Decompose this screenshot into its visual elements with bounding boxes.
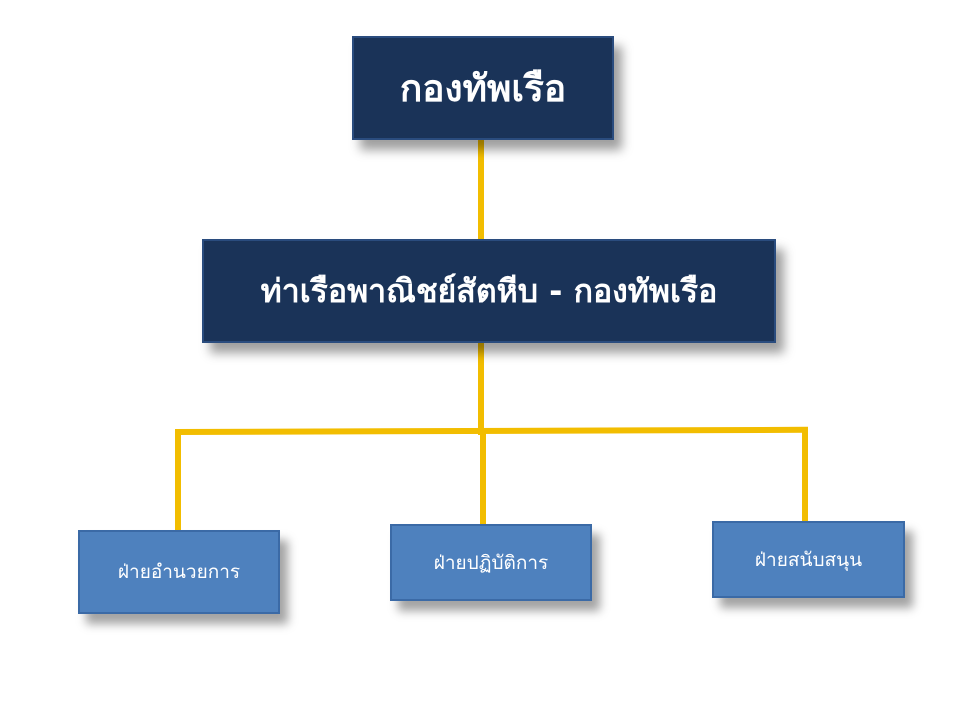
org-box-sattahip-commercial-port: ท่าเรือพาณิชย์สัตหีบ - กองทัพเรือ: [202, 239, 776, 343]
org-box-label: กองทัพเรือ: [399, 66, 567, 110]
connector-horizontal-bus: [174, 426, 809, 435]
org-box-label: ฝ่ายสนับสนุน: [754, 548, 863, 571]
org-box-admin-division: ฝ่ายอำนวยการ: [78, 530, 280, 614]
org-box-label: ฝ่ายอำนวยการ: [117, 561, 241, 583]
connector-navy-to-port: [478, 140, 484, 239]
connector-to-ops: [480, 432, 486, 524]
org-box-royal-thai-navy: กองทัพเรือ: [352, 36, 614, 140]
org-box-label: ท่าเรือพาณิชย์สัตหีบ - กองทัพเรือ: [260, 271, 718, 310]
connector-port-to-bus: [478, 343, 484, 435]
org-box-support-division: ฝ่ายสนับสนุน: [712, 521, 905, 598]
org-box-label: ฝ่ายปฏิบัติการ: [433, 551, 549, 574]
connector-to-admin: [175, 432, 181, 530]
connector-to-support: [802, 427, 808, 521]
org-box-operations-division: ฝ่ายปฏิบัติการ: [390, 524, 592, 601]
